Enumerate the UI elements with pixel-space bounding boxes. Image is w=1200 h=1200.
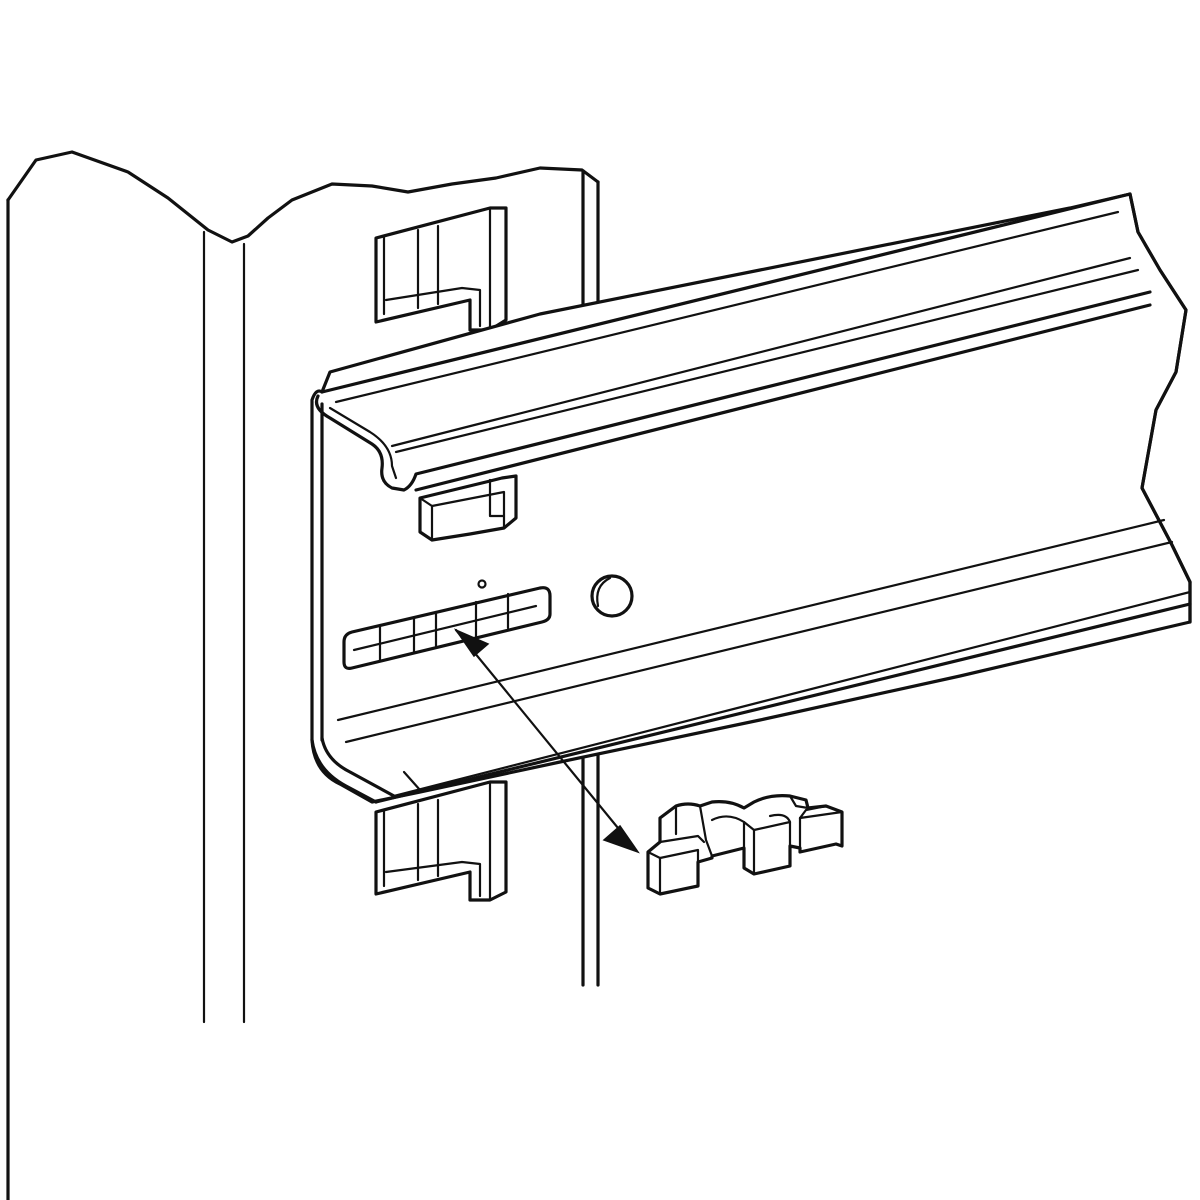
upright-torn-edge bbox=[6, 150, 600, 244]
upright-slot-lower bbox=[374, 780, 508, 902]
rail-hanger-tab bbox=[418, 474, 518, 542]
rail-screw-hole bbox=[590, 574, 634, 618]
arrowhead-bottom bbox=[602, 824, 640, 854]
rail-slot bbox=[342, 579, 552, 670]
double-headed-arrow bbox=[453, 628, 640, 854]
rail-pilot-hole bbox=[477, 579, 487, 589]
mounting-rail bbox=[310, 192, 1192, 804]
arrowhead-top bbox=[453, 628, 490, 658]
cabinet-upright bbox=[6, 150, 600, 1200]
upright-slot-upper bbox=[374, 206, 508, 332]
mounting-clip bbox=[646, 794, 844, 896]
